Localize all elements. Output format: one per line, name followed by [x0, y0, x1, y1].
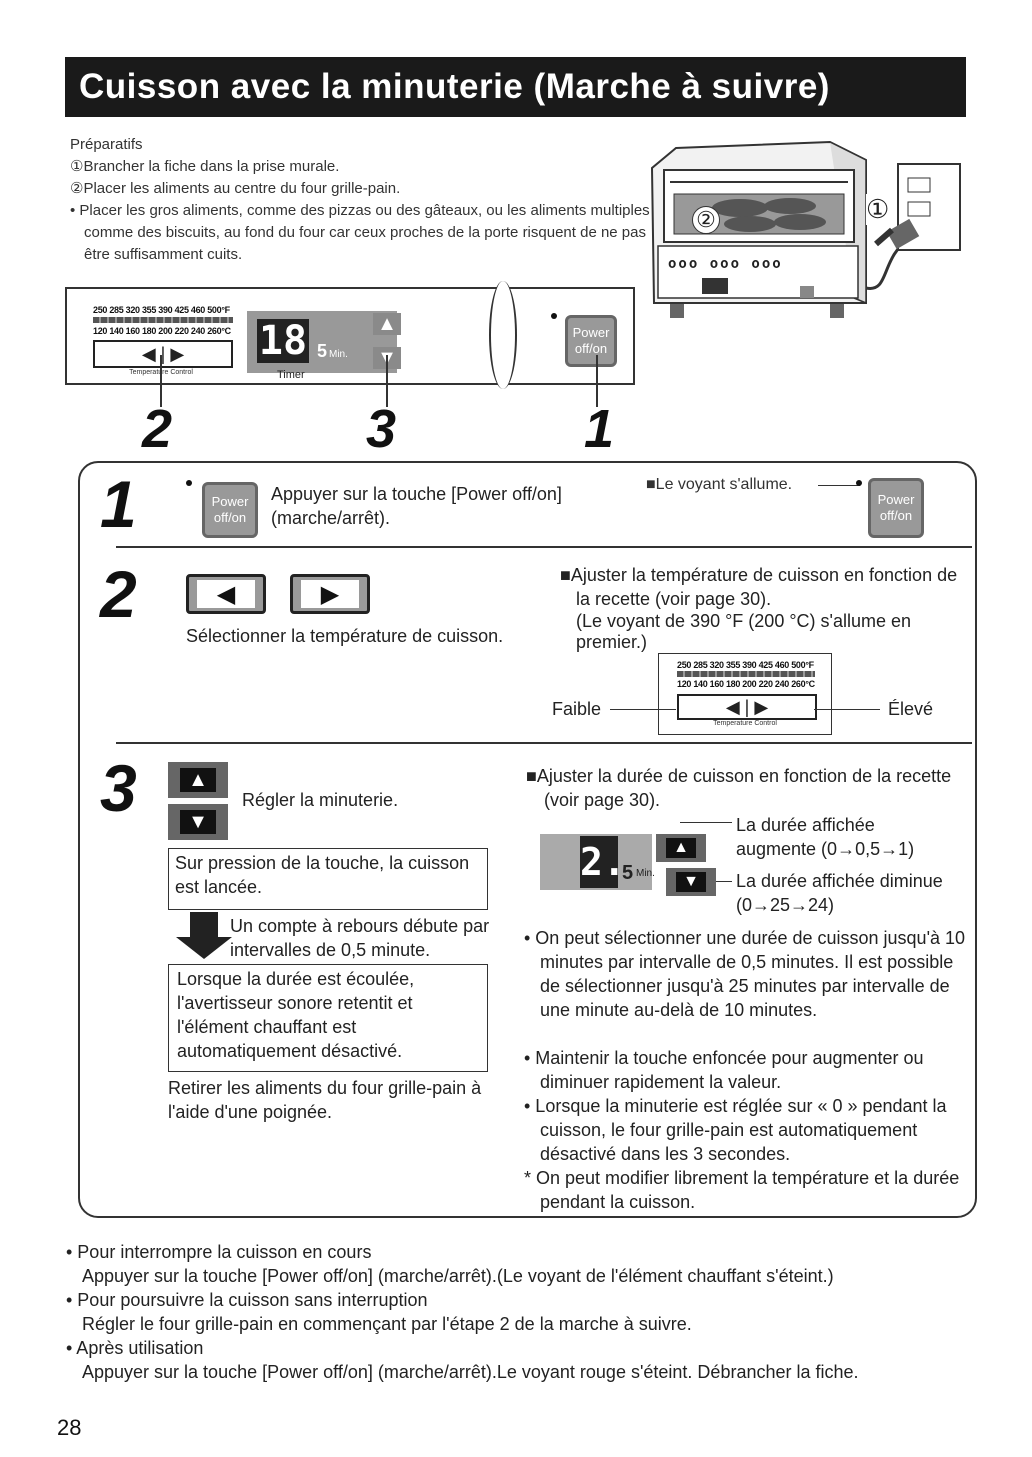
- footer-notes: • Pour interrompre la cuisson en cours A…: [66, 1240, 966, 1384]
- down-label-line: [716, 881, 732, 882]
- step-2-low-line: [610, 709, 676, 710]
- step-2-temperature-caption: Temperature Control: [713, 720, 777, 727]
- callout-line-2: [160, 355, 162, 407]
- step-2-temperature-control: ◀ | ▶: [677, 694, 817, 720]
- step-3-down-label: La durée affichée diminue (0→25→24): [736, 871, 943, 915]
- callout-line-3: [386, 355, 388, 407]
- preparations: Préparatifs ①Brancher la fiche dans la p…: [70, 134, 660, 266]
- callout-line-1: [596, 355, 598, 407]
- step-3-down-key: ▼: [666, 868, 716, 896]
- step-1-number: 1: [100, 467, 137, 541]
- step-2-scale-panel: 250 285 320 355 390 425 460 500°F 120 14…: [658, 653, 832, 735]
- prep-item-1: ①Brancher la fiche dans la prise murale.: [70, 158, 340, 175]
- footer-item-1: • Pour interrompre la cuisson en cours: [66, 1242, 372, 1262]
- page-number: 28: [57, 1415, 82, 1440]
- prep-item-2: ②Placer les aliments au centre du four g…: [70, 180, 401, 197]
- oven-label-1: ①: [866, 194, 890, 225]
- step-2-scale-stripe: [677, 671, 815, 677]
- panel-break-mark: [489, 281, 517, 389]
- temperature-control-button[interactable]: ◀ | ▶: [93, 340, 233, 368]
- up-label-line: [680, 822, 732, 823]
- footer-item-2: • Pour poursuivre la cuisson sans interr…: [66, 1290, 428, 1310]
- step-3-unit-min: Min.: [636, 868, 655, 879]
- down-arrow-shaft: [190, 912, 218, 938]
- step-3-number: 3: [100, 751, 137, 825]
- step-2-note-2: (Le voyant de 390 °F (200 °C) s'allume e…: [576, 611, 912, 652]
- down-arrow-icon: [176, 937, 232, 959]
- timer-lcd: 18: [257, 318, 309, 364]
- step-2-low-label: Faible: [552, 699, 602, 719]
- step-3-down-icon: ▼: [676, 872, 706, 892]
- step-3-note: ■Ajuster la durée de cuisson en fonction…: [526, 766, 952, 810]
- up-triangle-icon: ▲: [180, 768, 216, 792]
- step-2-scale-celsius: 120 140 160 180 200 220 240 260°C: [677, 679, 815, 689]
- timer-down-key[interactable]: ▼: [168, 804, 228, 840]
- timer-unit-s: 5: [317, 341, 328, 361]
- timer-up-button[interactable]: ▲: [373, 313, 401, 335]
- scale-fahrenheit: 250 285 320 355 390 425 460 500°F: [93, 305, 230, 315]
- callout-number-1: 1: [584, 399, 615, 459]
- footer-item-3: • Après utilisation: [66, 1338, 204, 1358]
- step-1-note-line: [818, 485, 860, 486]
- oven-drawing: [650, 140, 961, 318]
- temp-up-button[interactable]: ▶: [290, 574, 370, 614]
- step-3-bullet-3: • Lorsque la minuterie est réglée sur « …: [524, 1096, 947, 1164]
- callout-number-2: 2: [142, 399, 173, 459]
- timer-label: Timer: [277, 369, 305, 381]
- step-3-start-box: Sur pression de la touche, la cuisson es…: [168, 848, 488, 910]
- footer-item-1-detail: Appuyer sur la touche [Power off/on] (ma…: [82, 1266, 834, 1286]
- scale-indicator-stripe: [93, 317, 233, 323]
- step-1-note-light: [856, 480, 862, 486]
- step-2-note: ■Ajuster la température de cuisson en fo…: [560, 565, 958, 609]
- step-3-up-key: ▲: [656, 834, 706, 862]
- oven-display: ooo ooo ooo: [668, 256, 783, 272]
- step-1-power-button[interactable]: Power off/on: [202, 482, 258, 538]
- step-2-high-label: Élevé: [888, 699, 934, 719]
- power-indicator-light: [551, 313, 557, 319]
- prep-item-3: • Placer les gros aliments, comme des pi…: [70, 202, 650, 263]
- divider-1: [116, 546, 972, 548]
- step-1-note: ■Le voyant s'allume.: [646, 476, 793, 493]
- oven-label-2: ②: [692, 206, 720, 234]
- left-arrow-icon: ◀: [197, 580, 255, 608]
- step-3-countdown: Un compte à rebours débute par intervall…: [230, 916, 490, 960]
- step-3-text: Régler la minuterie.: [242, 790, 399, 810]
- step-3-bullet-4: * On peut modifier librement la températ…: [524, 1168, 960, 1212]
- footer-item-3-detail: Appuyer sur la touche [Power off/on] (ma…: [82, 1362, 859, 1382]
- step-3-end-box: Lorsque la durée est écoulée, l'avertiss…: [168, 964, 488, 1072]
- step-3-remove: Retirer les aliments du four grille-pain…: [168, 1078, 482, 1122]
- page-title: Cuisson avec la minuterie (Marche à suiv…: [65, 57, 966, 117]
- step-1-indicator-light: [186, 480, 192, 486]
- prep-heading: Préparatifs: [70, 136, 143, 153]
- oven-illustration: ooo ooo ooo ② ①: [640, 138, 970, 323]
- step-3-up-icon: ▲: [666, 838, 696, 858]
- step-3-bullet-1: • On peut sélectionner une durée de cuis…: [524, 928, 966, 1020]
- step-2-high-line: [814, 709, 880, 710]
- timer-up-key[interactable]: ▲: [168, 762, 228, 798]
- down-triangle-icon: ▼: [180, 810, 216, 834]
- control-panel: 250 285 320 355 390 425 460 500°F 120 14…: [65, 281, 635, 389]
- step-3-bullet-2: • Maintenir la touche enfoncée pour augm…: [524, 1048, 924, 1092]
- step-2-text: Sélectionner la température de cuisson.: [186, 626, 504, 646]
- divider-2: [116, 742, 972, 744]
- step-3-lcd: 2.: [580, 836, 626, 888]
- callout-number-3: 3: [366, 399, 397, 459]
- step-1-power-lit: Power off/on: [868, 478, 924, 538]
- temp-down-button[interactable]: ◀: [186, 574, 266, 614]
- timer-unit-min: Min.: [329, 349, 348, 360]
- right-arrow-icon: ▶: [301, 580, 359, 608]
- steps-box: [78, 461, 977, 1218]
- power-button[interactable]: Power off/on: [565, 315, 617, 367]
- scale-celsius: 120 140 160 180 200 220 240 260°C: [93, 326, 231, 336]
- step-2-number: 2: [100, 557, 137, 631]
- step-1-text: Appuyer sur la touche [Power off/on] (ma…: [271, 484, 562, 528]
- step-3-unit-s: 5: [622, 862, 634, 884]
- footer-item-2-detail: Régler le four grille-pain en commençant…: [82, 1314, 692, 1334]
- step-3-up-label: La durée affichée augmente (0→0,5→1): [736, 815, 915, 859]
- step-2-scale-fahrenheit: 250 285 320 355 390 425 460 500°F: [677, 660, 814, 670]
